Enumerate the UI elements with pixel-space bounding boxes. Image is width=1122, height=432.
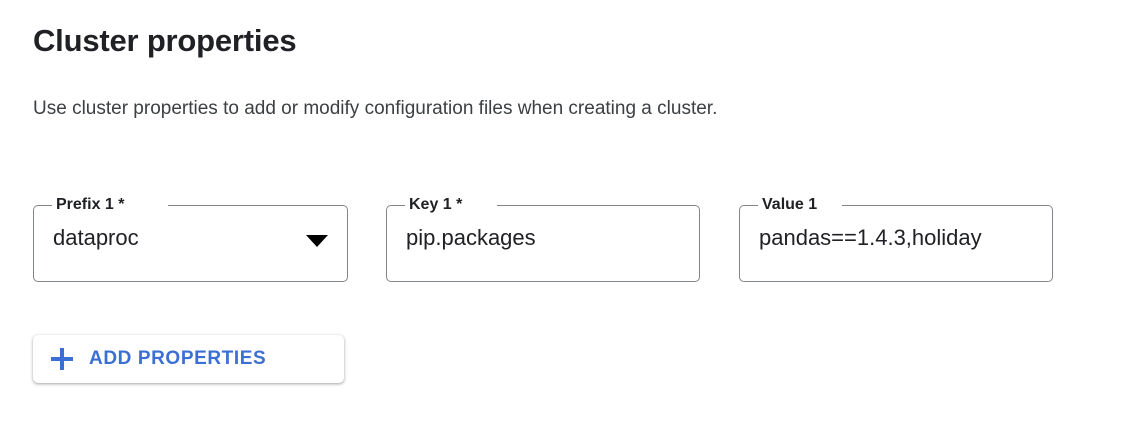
prefix-field-value[interactable]: dataproc [53, 225, 139, 250]
plus-icon [51, 348, 73, 370]
key-field-value[interactable]: pip.packages [406, 225, 536, 250]
prefix-field-label: Prefix 1 * [52, 195, 129, 215]
value-field-value[interactable]: pandas==1.4.3,holiday [759, 225, 982, 250]
page-title: Cluster properties [33, 23, 297, 58]
key-field-label: Key 1 * [405, 195, 467, 215]
value-field-label: Value 1 [758, 195, 822, 215]
chevron-down-icon[interactable] [306, 235, 328, 247]
prefix-field[interactable]: Prefix 1 * dataproc [33, 195, 348, 282]
page-description: Use cluster properties to add or modify … [33, 98, 718, 119]
key-field[interactable]: Key 1 * pip.packages [386, 195, 700, 282]
add-properties-button-label: ADD PROPERTIES [89, 348, 267, 369]
add-properties-button[interactable]: ADD PROPERTIES [33, 335, 344, 383]
value-field[interactable]: Value 1 pandas==1.4.3,holiday [739, 195, 1053, 282]
